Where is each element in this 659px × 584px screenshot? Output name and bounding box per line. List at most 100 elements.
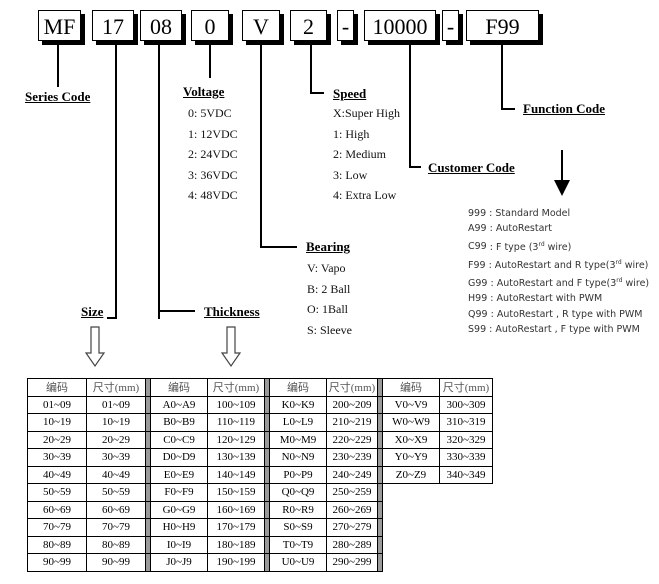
voltage-options: 0: 5VDC 1: 12VDC 2: 24VDC 3: 36VDC 4: 48… [188, 103, 238, 206]
cell-size-mm: 260~269 [326, 500, 378, 519]
segment-bearing: V [242, 10, 280, 41]
function-code-item: H99 : AutoRestart with PWM [468, 291, 649, 306]
customer-code-title: Customer Code [428, 160, 515, 175]
hollow-arrow-down-icon [220, 326, 242, 368]
cell-size-mm: 130~139 [207, 448, 265, 467]
cell-size-mm: 270~279 [326, 518, 378, 537]
cell-code: 01~09 [27, 395, 87, 414]
function-code-item: A99 : AutoRestart [468, 221, 649, 236]
header-code: 编码 [382, 378, 440, 397]
connector-speed [310, 44, 312, 94]
cell-code: Q0~Q9 [269, 483, 327, 502]
cell-size-mm: 20~29 [86, 430, 146, 449]
cell-size-mm: 250~259 [326, 483, 378, 502]
function-code-desc: : AutoRestart with PWM [487, 293, 603, 305]
cell-code: 40~49 [27, 465, 87, 484]
cell-size-mm: 70~79 [86, 518, 146, 537]
cell-code: R0~R9 [269, 500, 327, 519]
cell-code: M0~M9 [269, 430, 327, 449]
cell-size-mm: 60~69 [86, 500, 146, 519]
segment-thickness: 08 [140, 10, 182, 41]
segment-dash-2: - [442, 10, 459, 41]
cell-code: V0~V9 [382, 395, 440, 414]
cell-code: W0~W9 [382, 413, 440, 432]
cell-code: C0~C9 [150, 430, 208, 449]
cell-code: U0~U9 [269, 553, 327, 572]
bearing-options: V: Vapo B: 2 Ball O: 1Ball S: Sleeve [307, 258, 352, 340]
connector-function [501, 44, 503, 110]
connector-function-h [501, 108, 515, 110]
cell-size-mm: 10~19 [86, 413, 146, 432]
header-size-mm: 尺寸(mm) [86, 378, 146, 397]
bearing-option: S: Sleeve [307, 322, 352, 337]
cell-size-mm: 220~229 [326, 430, 378, 449]
header-size-mm: 尺寸(mm) [207, 378, 265, 397]
cell-size-mm: 50~59 [86, 483, 146, 502]
cell-size-mm: 01~09 [86, 395, 146, 414]
cell-size-mm: 280~289 [326, 535, 378, 554]
cell-code: E0~E9 [150, 465, 208, 484]
connector-series [57, 44, 59, 87]
empty-cell [440, 554, 493, 572]
empty-cell [383, 536, 440, 554]
function-code-item: G99 : AutoRestart and F type(3rd wire) [468, 273, 649, 291]
cell-code: 50~59 [27, 483, 87, 502]
bearing-option: B: 2 Ball [307, 281, 351, 296]
cell-code: 60~69 [27, 500, 87, 519]
empty-cell [440, 501, 493, 519]
empty-cell [383, 554, 440, 572]
voltage-title: Voltage [183, 84, 225, 99]
cell-code: 10~19 [27, 413, 87, 432]
header-code: 编码 [269, 378, 327, 397]
function-code-desc: : F type (3rd wire) [486, 240, 572, 253]
cell-code: D0~D9 [150, 448, 208, 467]
cell-size-mm: 30~39 [86, 448, 146, 467]
cell-code: B0~B9 [150, 413, 208, 432]
speed-option: 3: Low [333, 167, 368, 182]
cell-size-mm: 200~209 [326, 395, 378, 414]
cell-size-mm: 140~149 [207, 465, 265, 484]
bearing-option: O: 1Ball [307, 302, 348, 316]
cell-size-mm: 100~109 [207, 395, 265, 414]
segment-size: 17 [92, 10, 134, 41]
voltage-option: 3: 36VDC [188, 167, 238, 182]
voltage-option: 0: 5VDC [188, 106, 232, 120]
function-code: 999 [468, 208, 487, 219]
cell-size-mm: 90~99 [86, 553, 146, 572]
empty-cell [440, 519, 493, 537]
cell-code: P0~P9 [269, 465, 327, 484]
function-code: C99 [468, 241, 487, 253]
empty-cell [383, 484, 440, 502]
function-code-item: C99 : F type (3rd wire) [468, 236, 649, 254]
function-code-desc: : AutoRestart and F type(3rd wire) [487, 277, 650, 290]
speed-option: X:Super High [333, 106, 400, 120]
series-code-title: Series Code [25, 89, 91, 104]
function-code-item: 999 : Standard Model [468, 206, 649, 221]
cell-size-mm: 80~89 [86, 535, 146, 554]
connector-speed-h [310, 92, 324, 94]
cell-code: 20~29 [27, 430, 87, 449]
speed-options: X:Super High 1: High 2: Medium 3: Low 4:… [333, 103, 400, 206]
cell-code: T0~T9 [269, 535, 327, 554]
table-header-row: 编码尺寸(mm)编码尺寸(mm)编码尺寸(mm)编码尺寸(mm) [27, 378, 493, 397]
cell-code: N0~N9 [269, 448, 327, 467]
bearing-title: Bearing [306, 239, 351, 254]
function-code: G99 [468, 278, 488, 290]
header-code: 编码 [27, 378, 87, 397]
cell-size-mm: 160~169 [207, 500, 265, 519]
function-code: A99 [468, 223, 487, 235]
function-code-desc: : AutoRestart , R type with PWM [487, 308, 643, 320]
function-code: F99 [468, 259, 486, 271]
segment-function: F99 [466, 10, 539, 41]
cell-code: K0~K9 [269, 395, 327, 414]
connector-size-h [107, 317, 117, 319]
connector-customer [409, 44, 411, 168]
